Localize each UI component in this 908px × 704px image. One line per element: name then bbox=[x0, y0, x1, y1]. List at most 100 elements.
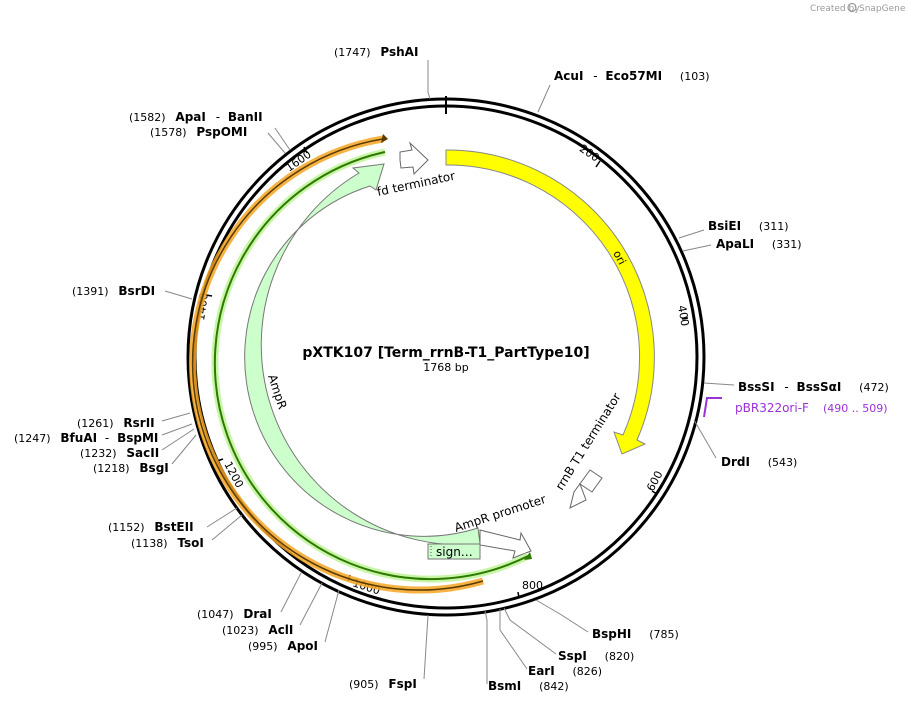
site-name: BsgI bbox=[139, 461, 168, 475]
site-label-fspi[interactable]: (905) FspI bbox=[349, 677, 417, 691]
site-name2: Eco57MI bbox=[605, 69, 662, 83]
site-label-bsssi[interactable]: BssSI - BssSαI (472) bbox=[738, 380, 889, 394]
site-line-eari bbox=[499, 609, 528, 670]
site-label-drai[interactable]: (1047) DraI bbox=[197, 607, 272, 621]
site-name: PshAI bbox=[380, 45, 418, 59]
site-label-bsmi[interactable]: BsmI (842) bbox=[488, 679, 569, 693]
site-pos: (543) bbox=[768, 456, 798, 469]
site-label-bsphi[interactable]: BspHI (785) bbox=[592, 627, 679, 641]
site-line-apali bbox=[682, 244, 712, 252]
site-name: SspI bbox=[558, 649, 587, 663]
site-name: TsoI bbox=[177, 536, 203, 550]
site-line-sspi bbox=[503, 607, 557, 655]
site-line-tsoi bbox=[211, 514, 243, 541]
site-label-bsiei[interactable]: BsiEI (311) bbox=[708, 219, 789, 233]
site-name: BstEII bbox=[154, 520, 193, 534]
site-name: RsrII bbox=[123, 416, 154, 430]
site-labels: (1747) PshAI AcuI - Eco57MI (103) (1582)… bbox=[14, 45, 889, 693]
site-label-sspi[interactable]: SspI (820) bbox=[558, 649, 634, 663]
site-pos: (1391) bbox=[72, 285, 109, 298]
site-label-sacii[interactable]: (1232) SacII bbox=[80, 446, 159, 460]
ampr-promoter-label: AmpR promoter bbox=[453, 492, 548, 535]
site-name2: BspMI bbox=[117, 431, 158, 445]
site-label-apoi[interactable]: (995) ApoI bbox=[248, 639, 318, 653]
site-pos: (842) bbox=[539, 680, 569, 693]
site-line-bsssi bbox=[703, 382, 735, 386]
site-label-bfuai[interactable]: (1247) BfuAI - BspMI bbox=[14, 431, 158, 445]
site-name: ApaI bbox=[175, 110, 205, 124]
site-label-rsrii[interactable]: (1261) RsrII bbox=[77, 416, 155, 430]
ampr-promoter-feature[interactable] bbox=[479, 529, 532, 559]
site-name: DrdI bbox=[721, 455, 750, 469]
site-name2: BssSαI bbox=[797, 380, 842, 394]
site-label-eari[interactable]: EarI (826) bbox=[528, 664, 602, 678]
site-label-pspomi[interactable]: (1578) PspOMI bbox=[150, 125, 247, 139]
site-line-bsmi bbox=[484, 610, 488, 684]
site-label-bsrdi[interactable]: (1391) BsrDI bbox=[72, 284, 155, 298]
site-label-apali[interactable]: ApaLI (331) bbox=[716, 237, 802, 251]
tick-600 bbox=[651, 490, 658, 495]
tick-label: 600 bbox=[644, 469, 665, 494]
site-pos: (331) bbox=[772, 238, 802, 251]
site-label-bsteii[interactable]: (1152) BstEII bbox=[108, 520, 194, 534]
site-name2: BanII bbox=[228, 110, 263, 124]
site-name: BssSI bbox=[738, 380, 775, 394]
site-label-drdi[interactable]: DrdI (543) bbox=[721, 455, 797, 469]
site-label-pshai[interactable]: (1747) PshAI bbox=[334, 45, 418, 59]
site-line-bsphi bbox=[535, 599, 589, 633]
site-pos: (1247) bbox=[14, 432, 51, 445]
tick-1600 bbox=[303, 146, 308, 154]
signal-feature[interactable] bbox=[427, 543, 481, 560]
orange-feature-line bbox=[191, 138, 484, 591]
primer-range: (490 .. 509) bbox=[823, 402, 888, 415]
ori-label: ori bbox=[610, 248, 628, 267]
site-name: BsmI bbox=[488, 679, 521, 693]
ampr-feature[interactable] bbox=[244, 163, 481, 546]
green-feature-line bbox=[213, 151, 529, 581]
tick-1400 bbox=[205, 294, 213, 297]
snapgene-logo-icon bbox=[847, 2, 857, 13]
site-name: ApaLI bbox=[716, 237, 754, 251]
site-label-apai[interactable]: (1582) ApaI - BanII bbox=[129, 110, 263, 124]
site-separator: - bbox=[216, 110, 220, 124]
site-label-bsgi[interactable]: (1218) BsgI bbox=[93, 461, 169, 475]
signal-label: sign… bbox=[436, 545, 473, 559]
fd-terminator-feature[interactable] bbox=[399, 141, 429, 176]
site-pos: (1261) bbox=[77, 417, 114, 430]
site-label-acli[interactable]: (1023) AclI bbox=[222, 623, 293, 637]
site-pos: (785) bbox=[649, 628, 679, 641]
tick-200 bbox=[595, 160, 601, 168]
fd-terminator-label: fd terminator bbox=[376, 169, 457, 199]
site-line-apoi bbox=[324, 589, 340, 643]
site-pos: (1218) bbox=[93, 462, 130, 475]
site-line-apai bbox=[274, 127, 291, 151]
credit: Created by SnapGene bbox=[810, 2, 906, 14]
site-name: PspOMI bbox=[196, 125, 247, 139]
site-line-acli bbox=[299, 582, 323, 626]
site-line-acui bbox=[537, 84, 551, 113]
site-lines bbox=[161, 60, 735, 684]
rrnb-terminator-feature[interactable] bbox=[569, 469, 603, 509]
orange-arrowhead-icon bbox=[381, 134, 388, 143]
site-label-tsoi[interactable]: (1138) TsoI bbox=[131, 536, 204, 550]
tick-400 bbox=[681, 317, 689, 320]
site-line-bsiei bbox=[678, 229, 705, 239]
site-pos: (1138) bbox=[131, 537, 168, 550]
site-line-fspi bbox=[423, 614, 429, 680]
site-line-drdi bbox=[693, 419, 717, 459]
tick-800 bbox=[517, 591, 520, 599]
credit-prefix: Created by bbox=[810, 4, 860, 14]
credit-brand: SnapGene bbox=[859, 4, 906, 14]
site-label-acui[interactable]: AcuI - Eco57MI (103) bbox=[554, 69, 710, 83]
site-line-bsteii bbox=[206, 507, 238, 528]
site-line-pspomi bbox=[267, 132, 286, 154]
primer-marker[interactable] bbox=[703, 397, 722, 418]
site-line-bsgi bbox=[171, 434, 197, 465]
site-pos: (826) bbox=[573, 665, 603, 678]
tick-label: 800 bbox=[522, 579, 543, 592]
ori-feature[interactable] bbox=[445, 149, 655, 455]
site-separator: - bbox=[784, 380, 788, 394]
site-name: ApoI bbox=[287, 639, 318, 653]
site-pos: (995) bbox=[248, 640, 278, 653]
